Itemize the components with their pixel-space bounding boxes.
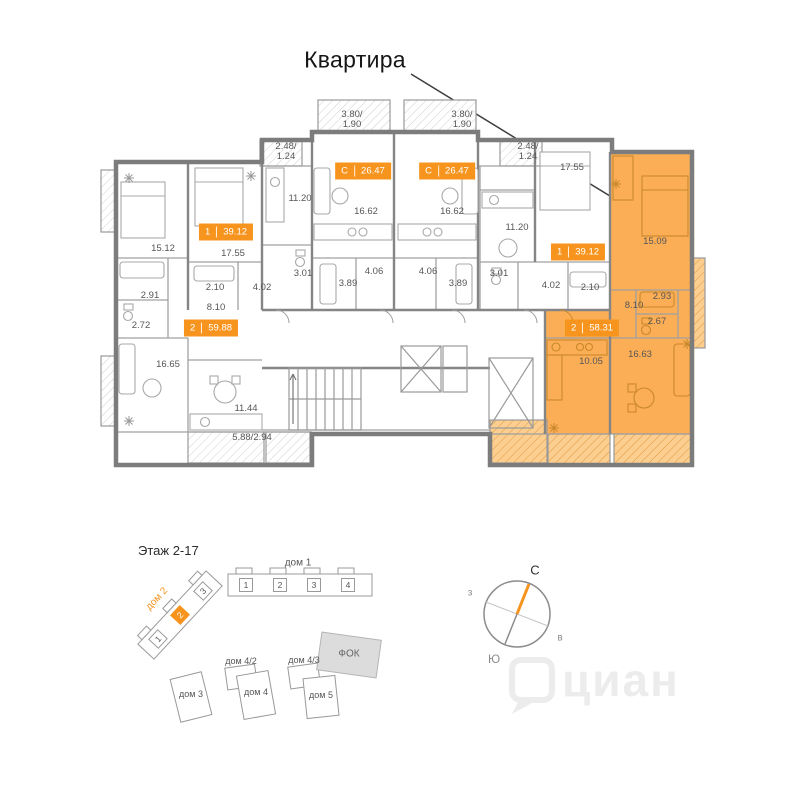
site-dom1-building [227, 567, 373, 597]
room-area-label: 17.55 [560, 161, 584, 173]
stairs-icon [288, 367, 362, 431]
room-area-label: 2.91 [140, 289, 160, 301]
room-area-label: 5.88/2.94 [232, 431, 272, 443]
room-area-label: 3.80/ 1.90 [341, 108, 363, 130]
fok-label: ФОК [338, 648, 360, 660]
building-section-1: 1 [239, 578, 253, 592]
building-label: дом 4/3 [288, 655, 320, 665]
dom1-label: дом 1 [284, 557, 312, 569]
room-area-label: 2.10 [205, 281, 225, 293]
compass-east-label: в [557, 632, 563, 644]
building-section-3: 3 [307, 578, 321, 592]
room-area-label: 3.01 [489, 267, 509, 279]
building-label: дом 4 [244, 686, 268, 697]
room-area-label: 17.55 [221, 247, 245, 259]
room-area-label: 4.06 [364, 265, 384, 277]
room-area-label: 4.06 [418, 265, 438, 277]
room-area-label: 8.10 [624, 299, 644, 311]
room-area-label: 2.67 [647, 315, 667, 327]
room-area-label: 15.09 [643, 235, 667, 247]
building-label: дом 3 [179, 688, 203, 699]
room-area-label: 15.12 [151, 242, 175, 254]
room-area-label: 2.93 [652, 290, 672, 302]
room-area-label: 10.05 [579, 355, 603, 367]
room-area-label: 16.62 [354, 205, 378, 217]
room-area-label: 16.62 [440, 205, 464, 217]
room-area-label: 2.72 [131, 319, 151, 331]
room-area-label: 3.01 [293, 267, 313, 279]
room-area-label: 11.44 [234, 402, 258, 414]
room-area-label: 3.89 [448, 277, 468, 289]
cian-logo-icon [509, 657, 555, 714]
building-section-2: 2 [273, 578, 287, 592]
room-area-label: 11.20 [288, 192, 312, 204]
compass-north-label: С [530, 562, 540, 578]
room-area-label: 4.02 [252, 281, 272, 293]
building-section-4: 4 [341, 578, 355, 592]
floor-label: Этаж 2-17 [138, 543, 199, 558]
building-label: дом 4/2 [225, 656, 257, 666]
room-area-label: 16.63 [628, 348, 652, 360]
room-area-label: 16.65 [156, 358, 180, 370]
room-area-label: 8.10 [206, 301, 226, 313]
building-label: дом 5 [309, 689, 333, 700]
compass-west-label: з [467, 587, 473, 599]
room-area-label: 2.48/ 1.24 [275, 140, 297, 162]
room-area-label: 11.20 [505, 221, 529, 233]
room-area-label: 3.80/ 1.90 [451, 108, 473, 130]
room-area-label: 3.89 [338, 277, 358, 289]
site-fok-building [316, 631, 382, 679]
compass-icon [483, 580, 551, 648]
page-title: Квартира [304, 46, 406, 73]
outer-walls [113, 129, 695, 468]
room-area-label: 2.10 [580, 281, 600, 293]
door-arcs [275, 309, 574, 324]
cian-watermark: циан [562, 654, 680, 706]
elevator-icons [400, 345, 534, 429]
site-annex-buildings [169, 662, 340, 723]
furniture [118, 151, 607, 431]
highlighted-apartment[interactable] [545, 152, 692, 434]
room-area-label: 2.48/ 1.24 [517, 140, 539, 162]
room-area-label: 4.02 [541, 279, 561, 291]
compass-south-label: Ю [487, 652, 501, 666]
